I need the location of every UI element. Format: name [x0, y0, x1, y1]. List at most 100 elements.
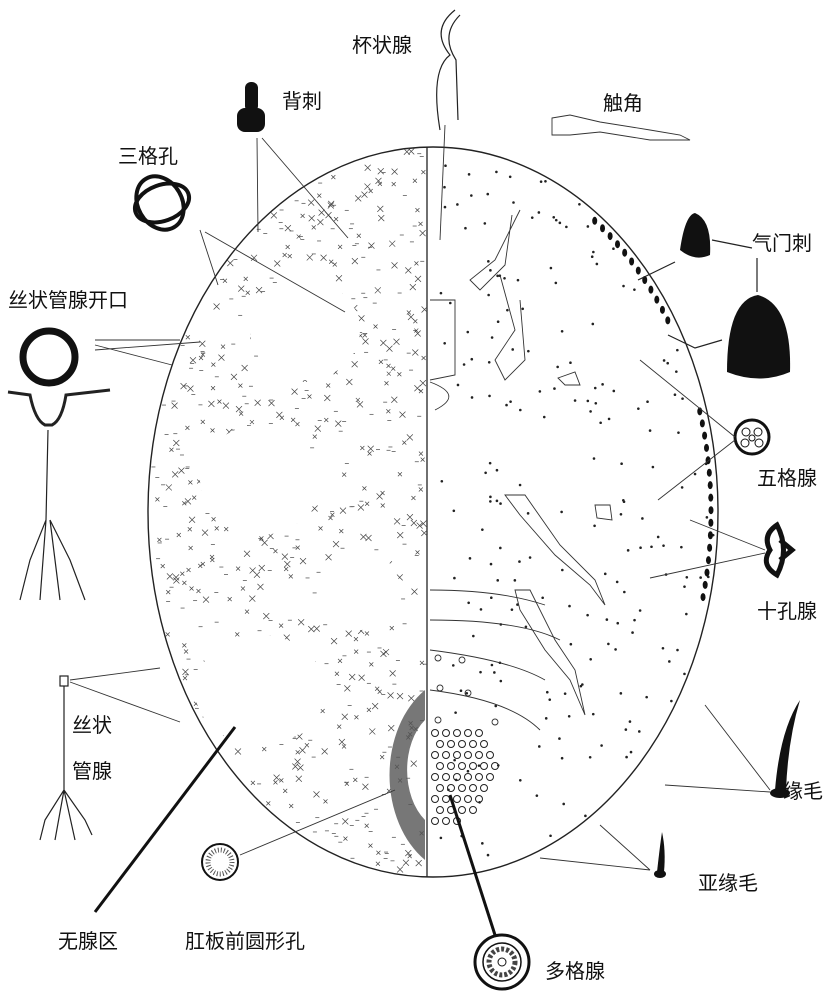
dorsal-mark	[308, 625, 315, 633]
dorsal-mark	[328, 515, 333, 521]
ventral-dot	[489, 500, 492, 503]
dorsal-mark	[415, 550, 420, 555]
ventral-dot	[479, 608, 483, 611]
ventral-dot	[470, 357, 474, 361]
dorsal-mark	[418, 487, 424, 492]
cerarian-spine	[622, 248, 628, 257]
ventral-dot	[614, 648, 617, 651]
multilocular-pore	[442, 751, 450, 759]
cerarian-leaders	[637, 239, 758, 349]
ventral-dot	[620, 462, 623, 466]
ventral-dot	[565, 225, 568, 229]
dorsal-mark	[406, 310, 412, 315]
dorsal-mark	[308, 214, 315, 222]
dorsal-mark	[250, 254, 258, 262]
dorsal-mark	[197, 563, 203, 569]
dorsal-mark	[240, 586, 246, 591]
ventral-dot	[554, 281, 558, 285]
submarginal-seta-icon	[657, 832, 665, 872]
dorsal-spine-icon	[237, 82, 265, 132]
ventral-dot	[680, 545, 683, 549]
ventral-dot	[578, 202, 581, 206]
multilocular-pore	[491, 762, 499, 770]
ventral-dot	[619, 692, 623, 695]
dorsal-mark	[268, 399, 275, 407]
ventral-dot	[616, 621, 620, 625]
multilocular-pore	[447, 784, 455, 792]
dorsal-mark	[368, 242, 375, 249]
dorsal-mark	[364, 631, 370, 636]
multilocular-pore	[469, 784, 477, 792]
ventral-dot	[593, 524, 596, 528]
dorsal-mark	[367, 445, 374, 453]
ventral-dot	[516, 278, 520, 282]
cerarian-spine	[706, 468, 712, 477]
dorsal-mark	[263, 612, 270, 620]
ventral-dot	[625, 755, 628, 759]
dorsal-mark	[257, 583, 264, 591]
dorsal-mark	[318, 209, 325, 216]
ventral-dot	[668, 660, 671, 663]
dorsal-mark	[324, 394, 331, 402]
label-multilocular-pore: 多格腺	[545, 959, 605, 983]
dorsal-mark	[284, 224, 292, 232]
multilocular-pore	[447, 762, 455, 770]
multilocular-pore	[469, 762, 477, 770]
dorsal-mark	[373, 324, 378, 329]
dorsal-mark	[210, 428, 215, 433]
ventral-dot	[518, 779, 522, 782]
dorsal-mark	[198, 355, 204, 361]
dorsal-mark	[243, 276, 248, 282]
dorsal-mark	[360, 445, 365, 451]
ventral-dot	[599, 421, 602, 425]
cerarian-spine	[702, 580, 708, 589]
ventral-dot	[468, 557, 472, 560]
multilocular-pore-cluster	[431, 729, 499, 825]
dorsal-mark	[273, 774, 280, 781]
dorsal-mark	[386, 363, 391, 369]
dorsal-mark	[341, 713, 349, 720]
dorsal-mark	[411, 495, 416, 501]
ventral-dot	[685, 612, 688, 616]
dorsal-mark	[396, 692, 404, 700]
dorsal-mark	[421, 306, 428, 313]
dorsal-mark	[296, 234, 301, 239]
ventral-dot	[545, 690, 549, 694]
dorsal-mark	[155, 497, 160, 502]
dorsal-mark	[353, 649, 359, 654]
ventral-dot	[528, 556, 532, 559]
dorsal-mark	[331, 174, 336, 180]
dorsal-mark	[382, 648, 390, 656]
ventral-dot	[444, 164, 447, 168]
dorsal-mark	[311, 505, 318, 512]
dorsal-mark	[180, 571, 185, 576]
dorsal-mark	[362, 338, 369, 345]
ventral-dot	[676, 348, 679, 352]
dorsal-mark	[364, 183, 371, 190]
dorsal-mark	[356, 233, 362, 239]
ventral-dot	[448, 301, 452, 305]
tubular-duct-opening-leaders	[94, 339, 201, 366]
ventral-dot	[544, 717, 548, 720]
cerarian-spine	[600, 224, 606, 233]
dorsal-mark	[238, 383, 243, 388]
dorsal-mark	[317, 218, 324, 226]
label-cerarian-spine: 气门刺	[752, 231, 812, 255]
dorsal-mark	[336, 724, 342, 729]
dorsal-mark	[419, 379, 427, 387]
dorsal-mark	[188, 480, 193, 485]
dorsal-mark	[362, 486, 367, 491]
ventral-dot	[705, 516, 709, 519]
ventral-dot	[699, 576, 702, 579]
ventral-dot	[651, 465, 655, 469]
dorsal-mark	[241, 364, 248, 372]
cerarian-spine	[654, 295, 660, 304]
multilocular-pore	[431, 773, 439, 781]
dorsal-mark	[325, 383, 331, 388]
ventral-dot	[568, 604, 571, 608]
dorsal-mark	[249, 595, 256, 602]
dorsal-mark	[416, 522, 423, 529]
multilocular-pore	[458, 806, 466, 814]
dorsal-mark	[169, 447, 174, 452]
dorsal-mark	[378, 359, 384, 365]
